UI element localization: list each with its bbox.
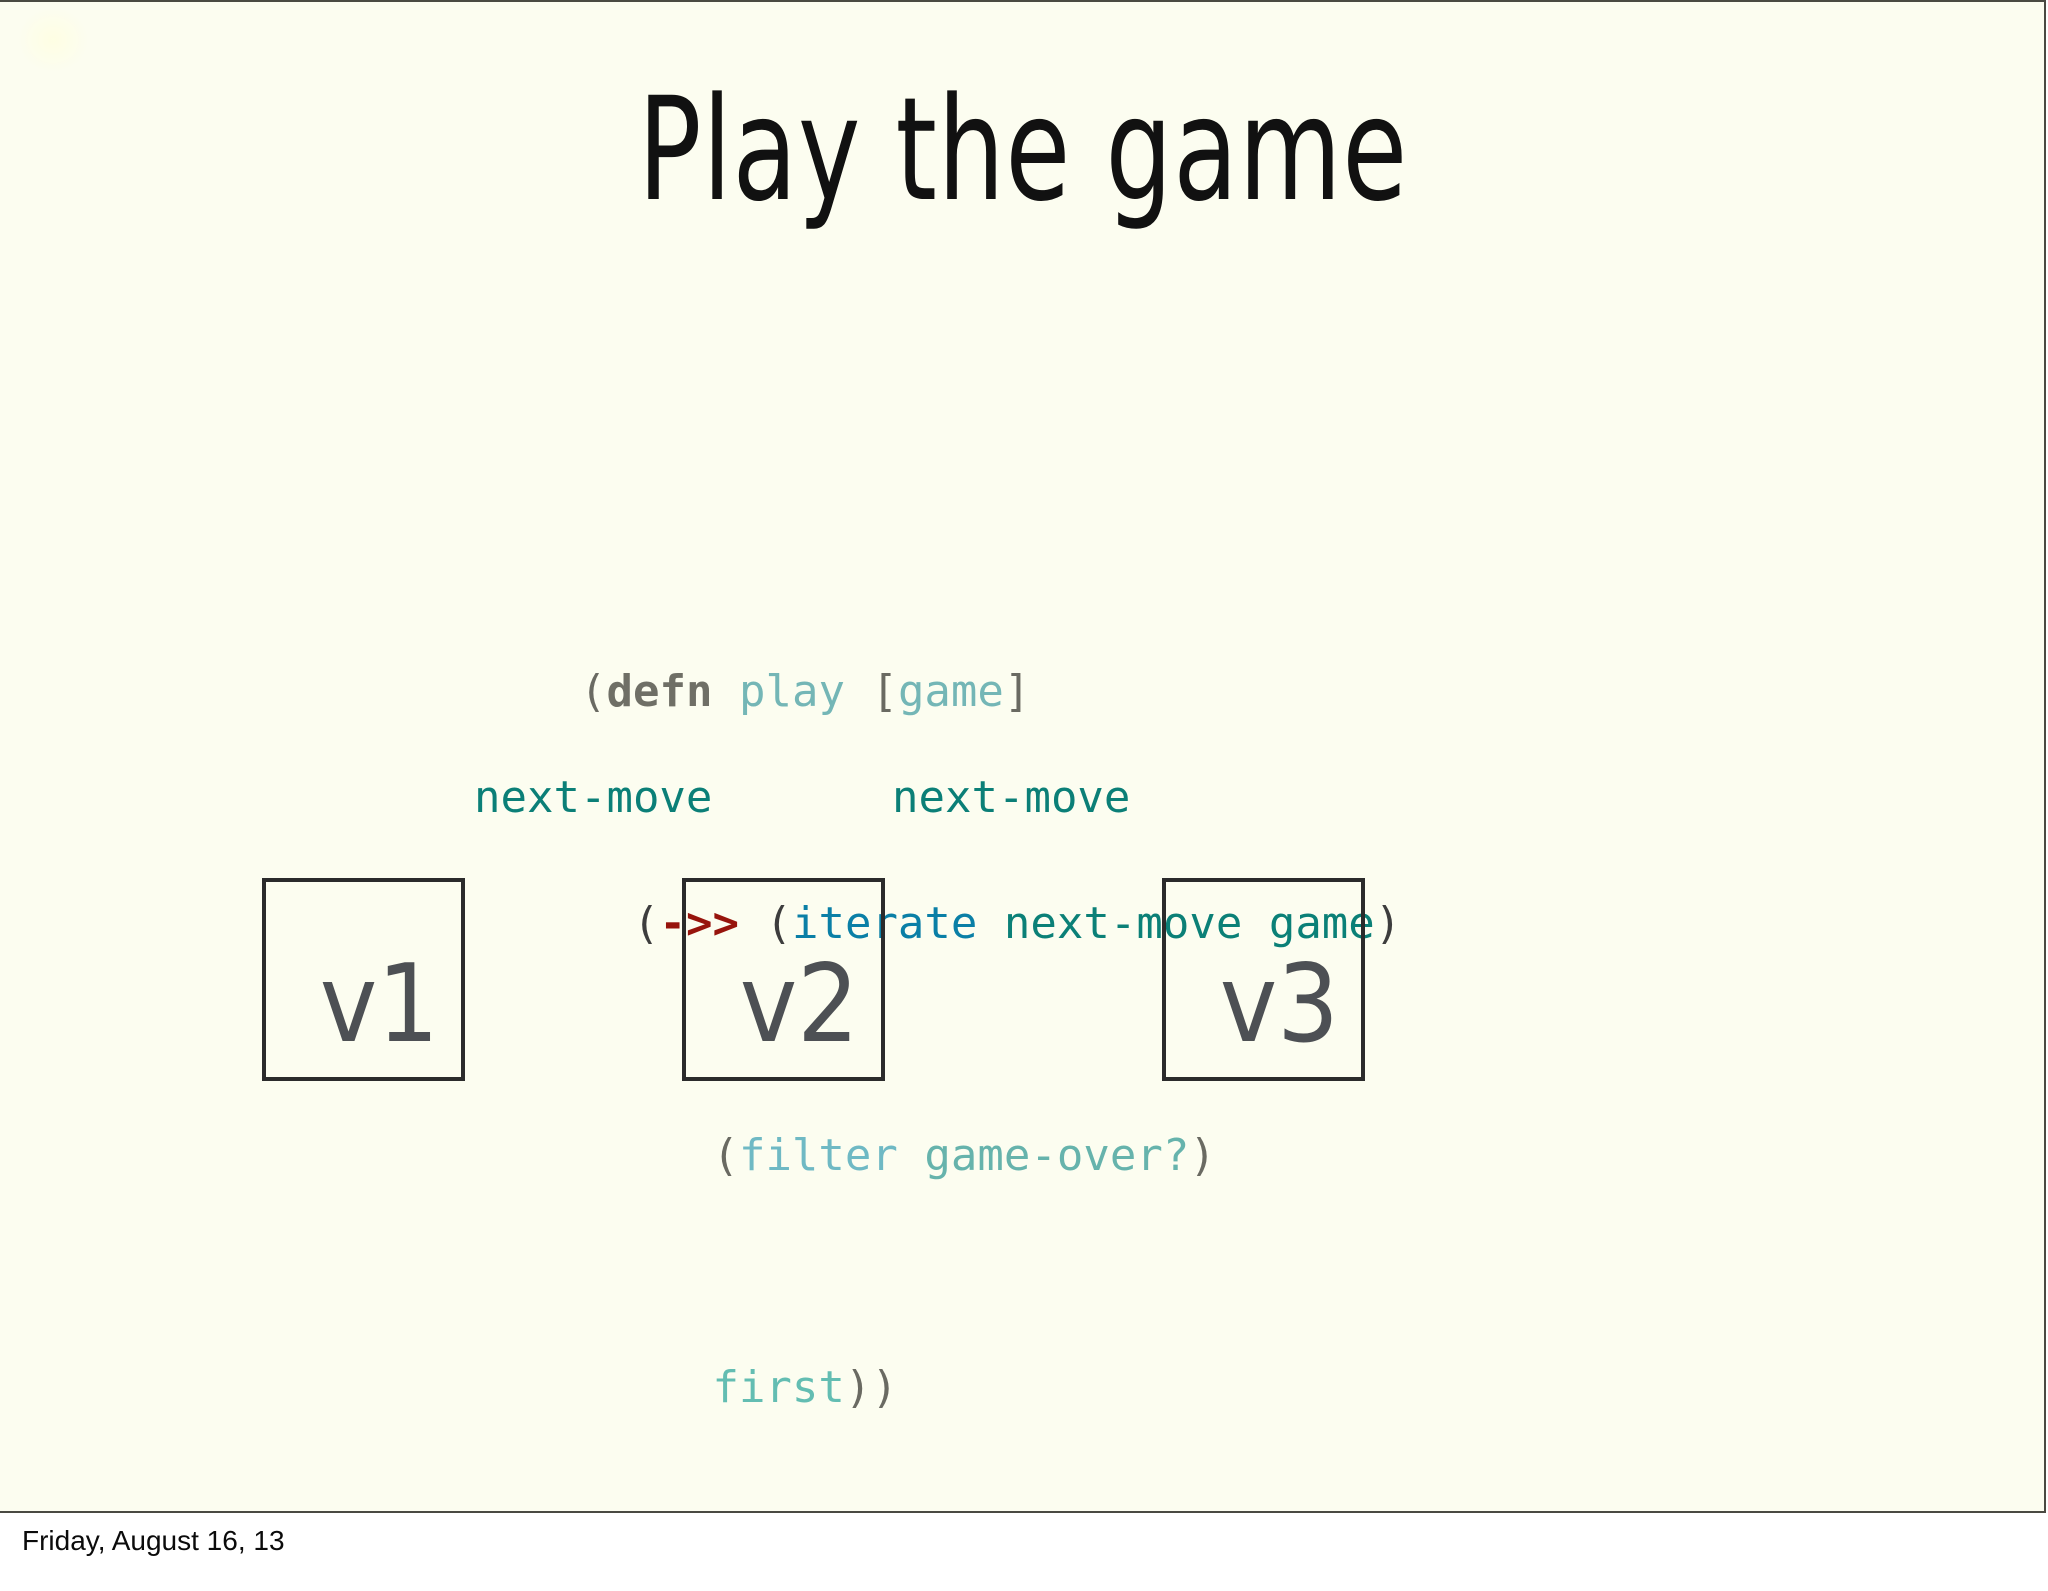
code-token-open-paren: ( bbox=[580, 666, 607, 717]
code-line-4: first)) bbox=[580, 1359, 1401, 1417]
code-line-3: (filter game-over?) bbox=[580, 1127, 1401, 1185]
code-token-next-move: next-move bbox=[1003, 898, 1243, 949]
state-box-v3: v3 bbox=[1162, 878, 1365, 1081]
state-box-label: v3 bbox=[1219, 942, 1339, 1067]
arrow-label-next-move-2: next-move bbox=[892, 772, 1131, 823]
code-token-open-paren: ( bbox=[632, 898, 660, 949]
code-token-space bbox=[845, 666, 872, 717]
code-token-space bbox=[977, 898, 1004, 949]
state-box-v1: v1 bbox=[262, 878, 465, 1081]
corner-highlight-artifact bbox=[18, 8, 88, 72]
footer-bar: Friday, August 16, 13 bbox=[0, 1513, 2048, 1576]
slide-canvas: Play the game (defn play [game] (->> (it… bbox=[0, 0, 2046, 1513]
code-token-defn: defn bbox=[606, 666, 713, 717]
code-token-open-paren: ( bbox=[765, 898, 792, 949]
state-box-v2: v2 bbox=[682, 878, 885, 1081]
code-token-space bbox=[898, 1130, 925, 1181]
code-token-filter: filter bbox=[738, 1130, 898, 1181]
code-token-game: game bbox=[1268, 898, 1375, 949]
code-token-game-over-pred: game-over? bbox=[924, 1130, 1190, 1181]
code-line-1: (defn play [game] bbox=[580, 663, 1401, 721]
footer-date: Friday, August 16, 13 bbox=[22, 1525, 285, 1556]
code-token-close-parens: )) bbox=[844, 1362, 898, 1413]
code-token-game-arg: game bbox=[897, 666, 1004, 717]
code-token-first: first bbox=[712, 1362, 845, 1413]
code-token-close-paren: ) bbox=[1189, 1130, 1216, 1181]
page-title: Play the game bbox=[637, 66, 1409, 233]
state-box-label: v2 bbox=[739, 942, 859, 1067]
code-token-close-paren: ) bbox=[1374, 898, 1402, 949]
code-token-close-bracket: ] bbox=[1003, 666, 1031, 717]
state-box-label: v1 bbox=[319, 942, 439, 1067]
code-token-open-bracket: [ bbox=[871, 666, 898, 717]
code-token-open-paren: ( bbox=[712, 1130, 739, 1181]
code-token-space bbox=[712, 666, 739, 717]
code-token-play: play bbox=[738, 666, 845, 717]
arrow-label-next-move-1: next-move bbox=[474, 772, 713, 823]
code-token-thread-last-macro: ->> bbox=[659, 898, 739, 949]
